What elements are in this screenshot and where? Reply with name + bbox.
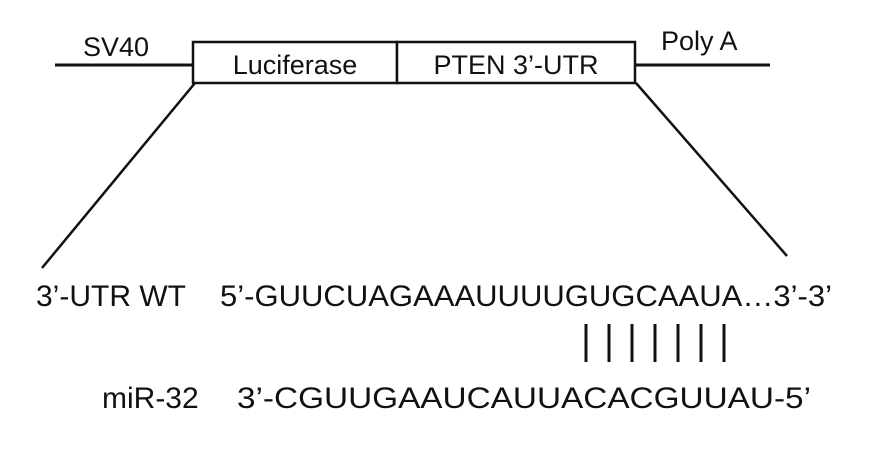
- wt-label: 3’-UTR WT: [36, 280, 186, 313]
- wt-sequence: 5’-GUUCUAGAAAUUUUGUGCAAUA…3’-3’: [220, 280, 832, 313]
- mir-label: miR-32: [102, 382, 199, 415]
- zoom-line-right: [635, 82, 788, 257]
- polya-label: Poly A: [661, 26, 738, 56]
- pten-utr-box: [395, 40, 637, 85]
- zoom-line-left: [41, 82, 196, 269]
- base-pairing-bars: [584, 324, 726, 362]
- mir-sequence: 3’-CGUUGAAUCAUUACACGUUAU-5’: [237, 382, 811, 415]
- pten-utr-label: PTEN 3’-UTR: [433, 50, 598, 80]
- luciferase-label: Luciferase: [233, 50, 358, 80]
- sv40-label: SV40: [83, 32, 149, 62]
